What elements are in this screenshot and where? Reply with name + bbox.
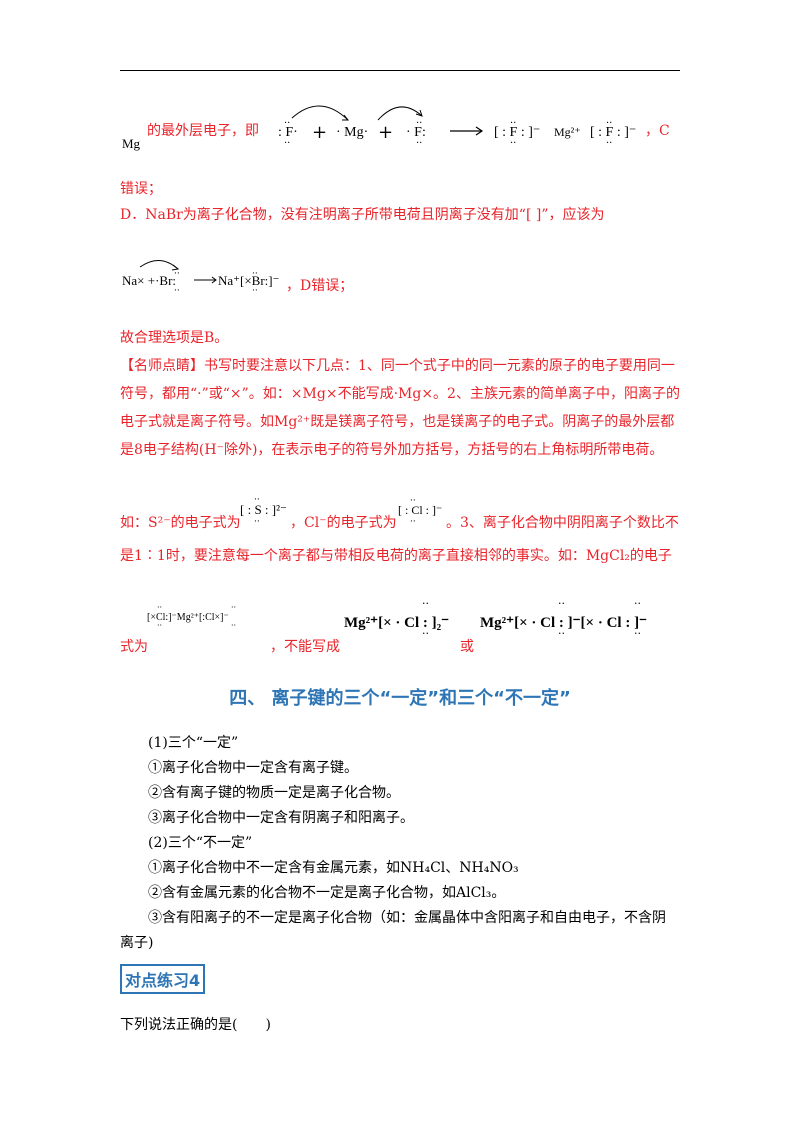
header-rule [120,70,680,71]
line-8: 电子式就是离子符号。如Mg²⁺既是镁离子符号，也是镁离子的电子式。阴离子的最外层… [120,414,675,430]
svg-text:··: ·· [157,603,162,612]
line-10a: 如：S²⁻的电子式为 [120,515,241,531]
line-3: D．NaBr为离子化合物，没有注明离子所带电荷且阴离子没有加“[ ]”，应该为 [120,207,605,223]
line-9: 是8电子结构(H⁻除外)，在表示电子的符号外加方括号，方括号的右上角标明所带电荷… [120,442,664,458]
svg-text:··: ·· [174,286,180,295]
line-1-text: 的最外层电子，即 [147,123,259,139]
svg-text:··: ·· [510,138,516,149]
item-4: (2)三个“不一定” [148,835,253,851]
svg-text:[ : S : ]²⁻: [ : S : ]²⁻ [240,502,287,517]
item-2: ②含有离子键的物质一定是离子化合物。 [148,785,400,801]
svg-text:··: ·· [606,138,612,149]
svg-text:··: ·· [254,517,260,527]
mgcl2-wrong-formula-1: Mg²⁺[× · Cl : ]₂⁻ ·· ·· [344,597,449,639]
nabr-formation-equation: Na× +·Br: ·· ·· Na⁺[×Br:]⁻ ·· ·· [122,260,279,295]
mgcl2-correct-formula: [×Cl:]⁻Mg²⁺[:Cl×]⁻ ·· ·· ·· ·· [147,603,236,630]
line-2: 错误； [120,181,162,197]
svg-text:··: ·· [231,621,236,630]
line-11: 是1∶1时，要注意每一个离子都与带相反电荷的离子直接相邻的事实。如：MgCl₂的… [120,548,672,564]
svg-text:Mg²⁺: Mg²⁺ [554,125,581,139]
svg-text:· F:: · F: [406,125,426,140]
section-title: 四、 离子键的三个“一定”和三个“不一定” [229,688,571,709]
svg-text:··: ·· [558,627,565,639]
svg-text:+: + [312,122,327,143]
svg-text:Mg²⁺[× · Cl : ]₂⁻: Mg²⁺[× · Cl : ]₂⁻ [344,615,449,631]
line-5: 故合理选项是B。 [120,330,229,346]
svg-text:[×Cl:]⁻Mg²⁺[:Cl×]⁻: [×Cl:]⁻Mg²⁺[:Cl×]⁻ [147,612,229,623]
svg-text:··: ·· [174,269,180,279]
item-1: ①离子化合物中一定含有离子键。 [148,760,358,776]
svg-text:··: ·· [252,286,258,295]
svg-text:··: ·· [157,621,162,630]
svg-text:··: ·· [410,496,416,506]
item-8: 离子) [120,935,154,951]
svg-text:Mg²⁺[× · Cl : ]⁻[× · Cl : ]⁻: Mg²⁺[× · Cl : ]⁻[× · Cl : ]⁻ [480,615,647,631]
line-10c: 。3、离子化合物中阴阳离子个数比不 [446,515,679,531]
svg-text:··: ·· [634,597,641,610]
item-6: ②含有金属元素的化合物不一定是离子化合物，如AlCl₃。 [148,885,506,901]
item-3: ③离子化合物中一定含有阴离子和阳离子。 [148,810,414,826]
svg-text:Na× +·Br:: Na× +·Br: [122,273,176,288]
svg-text:··: ·· [634,627,641,639]
line-12b: ，不能写成 [270,639,340,655]
svg-text:··: ·· [254,495,260,505]
line-6: 【名师点睛】书写时要注意以下几点：1、同一个式子中的同一元素的原子的电子要用同一 [120,358,675,374]
svg-text:· Mg·: · Mg· [336,125,368,140]
svg-text:··: ·· [416,118,422,129]
svg-text:··: ·· [422,627,429,639]
svg-text:··: ·· [422,597,429,610]
line-7: 符号，都用“·”或“×”。如：×Mg×不能写成·Mg×。2、主族元素的简单离子中… [120,386,680,402]
svg-text:··: ·· [252,269,258,279]
svg-text:[ : F : ]⁻: [ : F : ]⁻ [590,125,636,140]
svg-text:: F·: : F· [278,125,298,140]
svg-text:··: ·· [410,517,416,527]
question-stem: 下列说法正确的是( ) [120,1017,271,1033]
svg-text:[ : Cl : ]⁻: [ : Cl : ]⁻ [398,503,442,517]
svg-text:··: ·· [510,118,516,129]
mgf2-formation-equation: : F· ·· ·· + · Mg· + · F: ·· ·· [ : F : ]⁻… [278,105,636,149]
svg-text:··: ·· [558,597,565,610]
practice-label: 对点练习4 [120,964,206,994]
item-7: ③含有阳离子的不一定是离子化合物（如：金属晶体中含阳离子和自由电子，不含阴 [148,910,666,926]
svg-text:Na⁺[×Br:]⁻: Na⁺[×Br:]⁻ [218,273,279,288]
item-0: (1)三个“一定” [148,735,239,751]
svg-text:[ : F : ]⁻: [ : F : ]⁻ [494,125,540,140]
chloride-electron-formula: [ : Cl : ]⁻ ·· ·· [398,496,442,527]
svg-text:··: ·· [606,118,612,129]
line-4-tail: ，D错误； [286,278,354,294]
sulfide-electron-formula: [ : S : ]²⁻ ·· ·· [240,495,287,527]
mg-label: Mg [122,136,141,151]
item-5: ①离子化合物中不一定含有金属元素，如NH₄Cl、NH₄NO₃ [148,860,519,876]
svg-text:··: ·· [416,138,422,149]
line-12a: 式为 [120,639,148,655]
mgcl2-wrong-formula-2: Mg²⁺[× · Cl : ]⁻[× · Cl : ]⁻ ·· ·· ·· ·· [480,597,647,639]
line-12c: 或 [460,639,474,655]
line-1-tail: ，C [645,123,670,139]
svg-text:··: ·· [231,603,236,612]
svg-text:··: ·· [284,138,290,149]
svg-text:+: + [378,122,393,143]
svg-text:··: ·· [284,118,290,129]
line-10b: ，Cl⁻的电子式为 [290,515,397,531]
